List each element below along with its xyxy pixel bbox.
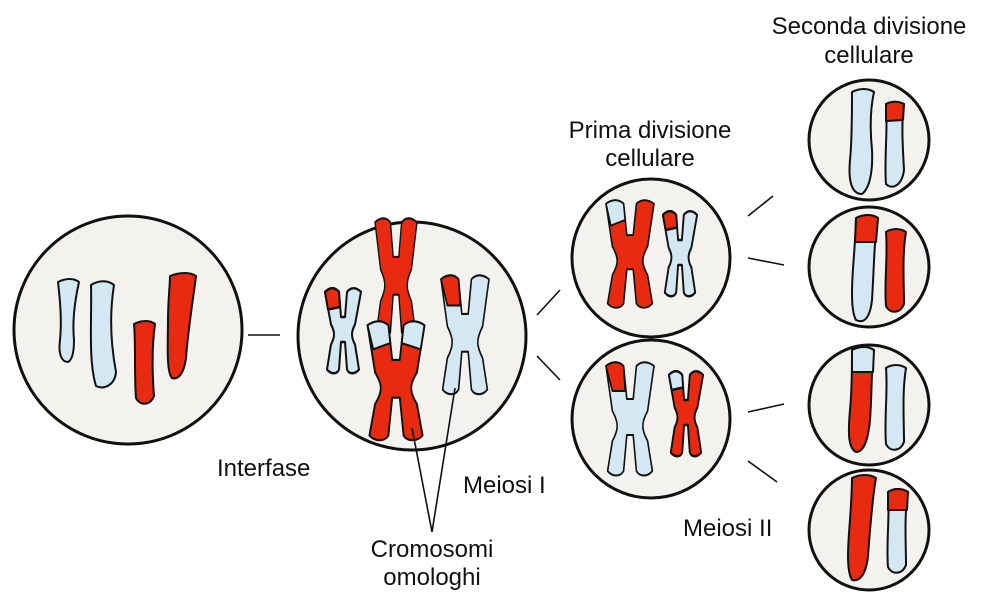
chromosome-blue-x-small xyxy=(661,210,699,298)
chromosome-blue-x-right xyxy=(439,274,491,396)
interphase-cell xyxy=(12,214,244,446)
chromosome-red-x-small xyxy=(667,370,705,458)
connector-meiosis1-lower xyxy=(536,355,561,381)
first-division-cell-top xyxy=(570,177,732,339)
chromatid-red-short xyxy=(133,320,156,405)
connector-top-b xyxy=(747,257,785,266)
pointer-homolog-red xyxy=(411,427,433,533)
connector-meiosis1-upper xyxy=(536,289,561,316)
second-division-cell-1 xyxy=(807,78,931,202)
meiosis1-cell xyxy=(296,217,528,452)
label-seconda-line2: cellulare xyxy=(824,42,913,69)
connector-bottom-b xyxy=(747,460,778,483)
chromosome-blue-x-left xyxy=(323,287,363,375)
pointer-homolog-blue xyxy=(431,387,456,533)
label-meiosi-1: Meiosi I xyxy=(463,472,546,499)
chromosome-red-x-bottom xyxy=(366,320,426,442)
chromosome-blue-x-large xyxy=(605,361,655,477)
second-division-cell-2 xyxy=(807,205,931,329)
label-seconda-line1: Seconda divisione xyxy=(772,13,967,40)
second-division-cell-4 xyxy=(807,468,931,592)
first-division-cell-bottom xyxy=(570,338,732,500)
chromatid-blue-short xyxy=(57,278,80,363)
chromatid-blue-long xyxy=(89,280,117,389)
second-division-cell-3 xyxy=(807,343,931,467)
label-interfase: Interfase xyxy=(217,455,310,482)
label-meiosi-2: Meiosi II xyxy=(683,515,772,542)
label-cromosomi-line2: omologhi xyxy=(383,564,480,591)
chromosome-red-x-large xyxy=(605,199,655,309)
label-cromosomi-line1: Cromosomi xyxy=(371,536,494,563)
label-prima-line2: cellulare xyxy=(605,145,694,172)
chromatid-red-long xyxy=(166,272,197,380)
connector-bottom-a xyxy=(747,403,785,413)
label-prima-line1: Prima divisione xyxy=(569,117,732,144)
connector-top-a xyxy=(747,195,774,217)
